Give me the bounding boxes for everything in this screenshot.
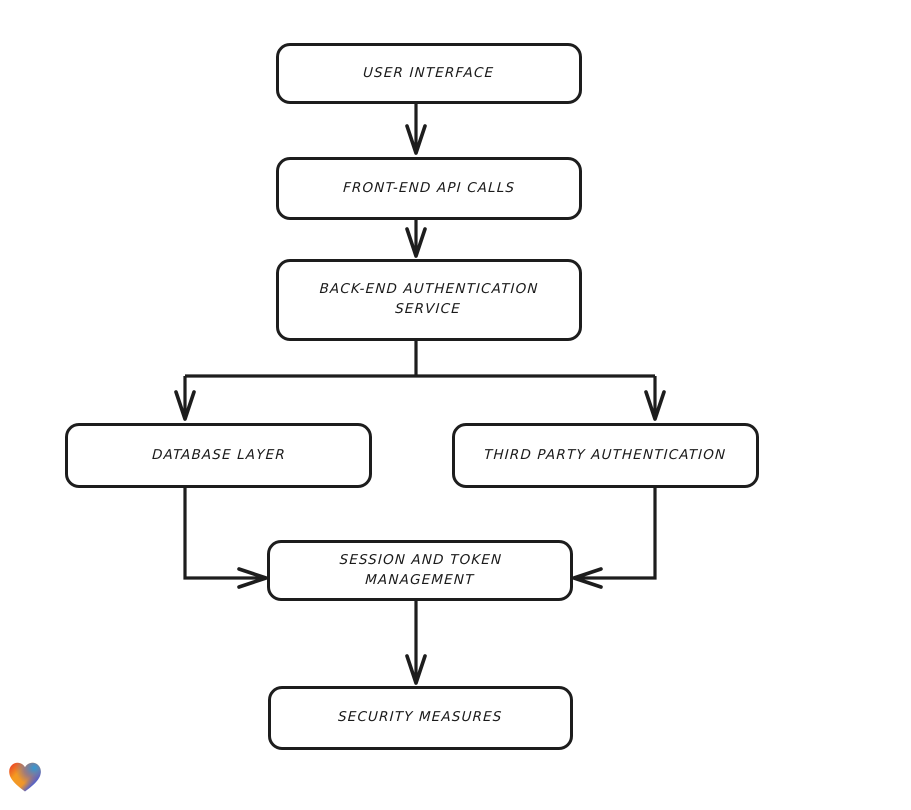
node-label-database-layer: DATABASE LAYER bbox=[151, 446, 286, 463]
node-user-interface[interactable]: USER INTERFACE bbox=[276, 43, 582, 104]
node-label-back-end-authentication-service: BACK-END AUTHENTICATION SERVICE bbox=[319, 281, 540, 317]
edge-frontend-to-backend bbox=[405, 220, 427, 258]
node-session-and-token-management[interactable]: SESSION AND TOKEN MANAGEMENT bbox=[267, 540, 573, 601]
edge-thirdparty-to-session bbox=[572, 488, 657, 589]
edge-session-to-security bbox=[405, 601, 427, 685]
node-third-party-authentication[interactable]: THIRD PARTY AUTHENTICATION bbox=[452, 423, 759, 488]
node-database-layer[interactable]: DATABASE LAYER bbox=[65, 423, 372, 488]
edge-backend-split bbox=[174, 341, 666, 421]
node-label-session-and-token-management: SESSION AND TOKEN MANAGEMENT bbox=[338, 551, 503, 588]
node-back-end-authentication-service[interactable]: BACK-END AUTHENTICATION SERVICE bbox=[276, 259, 582, 341]
edge-ui-to-frontend bbox=[405, 104, 427, 155]
node-label-user-interface: USER INTERFACE bbox=[363, 64, 496, 81]
node-label-security-measures: SECURITY MEASURES bbox=[337, 709, 504, 726]
heart-icon bbox=[9, 762, 41, 792]
node-front-end-api-calls[interactable]: FRONT-END API CALLS bbox=[276, 157, 582, 220]
edge-database-to-session bbox=[183, 488, 268, 589]
node-security-measures[interactable]: SECURITY MEASURES bbox=[268, 686, 573, 750]
node-label-front-end-api-calls: FRONT-END API CALLS bbox=[342, 179, 516, 196]
node-label-third-party-authentication: THIRD PARTY AUTHENTICATION bbox=[484, 446, 728, 463]
